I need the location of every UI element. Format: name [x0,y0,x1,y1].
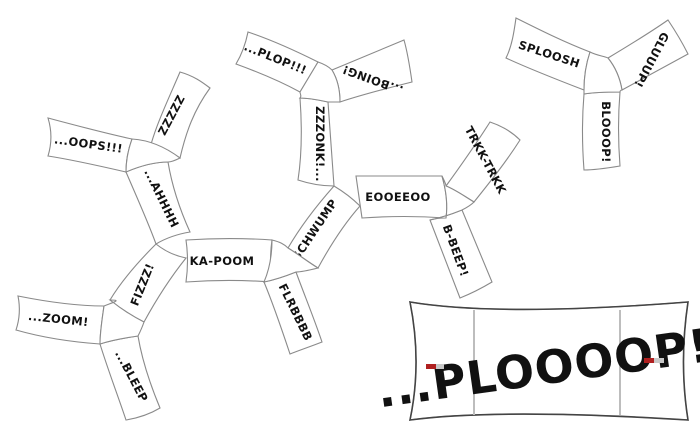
left-marker-icon [426,364,444,369]
word-tile-zoom[interactable]: ...ZOOM! [15,295,105,345]
word-tile-eooeeoo[interactable]: EOOEEOO [355,175,448,219]
word-tile-flrbbbb[interactable]: FLRBBBB [263,271,323,355]
answer-banner[interactable]: ...PLOOOOP! [374,301,700,421]
word-tile-bleep[interactable]: ...BLEEP [99,335,161,421]
word-tile-bbeep[interactable]: B-BEEP! [429,209,493,299]
joint-node-detached [583,51,623,95]
word-tile-trkk[interactable]: TRKK-TRKK [445,121,521,203]
word-blooop: BLOOOP! [599,101,613,163]
word-tile-zzzonk[interactable]: ZZZONK!... [297,97,335,187]
joint-node-lower-left [99,299,145,345]
joint-node-top [298,61,341,103]
word-kapoom: KA-POOM [190,254,255,268]
word-tile-kapoom[interactable]: KA-POOM [185,237,273,283]
word-eooeeoo: EOOEEOO [365,190,430,204]
word-tile-blooop[interactable]: BLOOOP! [581,91,621,171]
joint-node-right [429,175,475,221]
banner-outline [408,301,689,421]
word-tile-ahhhh[interactable]: ...AHHHH [125,161,191,245]
joint-node-top-left [125,138,182,173]
word-tile-oops[interactable]: ...OOPS!!! [47,117,133,173]
word-zoom: ...ZOOM! [27,309,89,329]
right-marker-icon [644,358,664,363]
word-tile-boing[interactable]: ...BOING! [331,39,413,103]
word-tile-sploosh[interactable]: SPLOOSH [505,17,591,91]
word-zzzonk: ZZZONK!... [313,106,327,182]
joint-node-center [263,239,320,283]
